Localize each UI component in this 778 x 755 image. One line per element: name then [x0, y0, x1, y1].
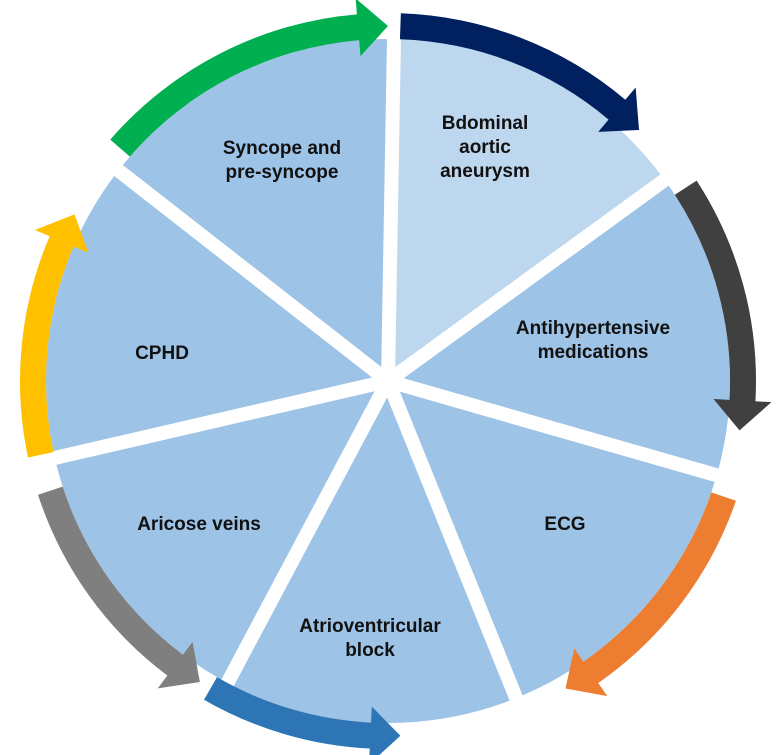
segment-ecg-label: ECG [544, 514, 585, 535]
segment-cphd-label: CPHD [135, 343, 189, 364]
segment-syncope-label-line: pre-syncope [226, 162, 339, 183]
segment-atrioventricular-block-label-line: block [345, 640, 395, 661]
segment-antihypertensive-medications-label: Antihypertensive medications [516, 318, 670, 363]
segment-abdominal-aortic-aneurysm-label-line: aneurysm [440, 161, 530, 182]
segment-atrioventricular-block-arrow [204, 677, 401, 755]
segment-atrioventricular-block-label: Atrioventricular block [299, 616, 441, 661]
segment-abdominal-aortic-aneurysm-wedge [395, 39, 661, 368]
segment-aricose-veins-wedge [56, 391, 375, 680]
segment-ecg-arrow [565, 492, 736, 697]
segment-abdominal-aortic-aneurysm-arrow [399, 13, 640, 132]
segment-antihypertensive-medications-wedge [403, 185, 730, 469]
segment-syncope-arrow [110, 0, 388, 157]
segment-syncope-label: Syncope and pre-syncope [223, 138, 341, 183]
segment-abdominal-aortic-aneurysm-label: Bdominal aortic aneurysm [440, 113, 530, 182]
segment-antihypertensive-medications-label-line: medications [538, 342, 649, 363]
segment-aricose-veins-label: Aricose veins [137, 514, 261, 535]
segment-atrioventricular-block-wedge [233, 397, 510, 723]
pie-wedges [45, 39, 730, 723]
segment-cphd-arrow [19, 214, 89, 458]
segment-cphd-wedge [45, 176, 373, 452]
segment-syncope-wedge [122, 39, 387, 367]
segment-antihypertensive-medications-label-line: Antihypertensive [516, 318, 670, 339]
segment-ecg-label-line: ECG [544, 514, 585, 535]
segment-cphd-label-line: CPHD [135, 343, 189, 364]
cycle-arrows [19, 0, 772, 755]
segment-syncope-label-line: Syncope and [223, 138, 341, 159]
segment-aricose-veins-label-line: Aricose veins [137, 514, 261, 535]
segment-atrioventricular-block-label-line: Atrioventricular [299, 616, 441, 637]
segment-aricose-veins-arrow [38, 486, 200, 689]
segment-abdominal-aortic-aneurysm-label-line: aortic [459, 137, 511, 158]
segment-abdominal-aortic-aneurysm-label-line: Bdominal [442, 113, 529, 134]
segment-ecg-wedge [399, 391, 715, 696]
segment-antihypertensive-medications-arrow [674, 180, 772, 431]
